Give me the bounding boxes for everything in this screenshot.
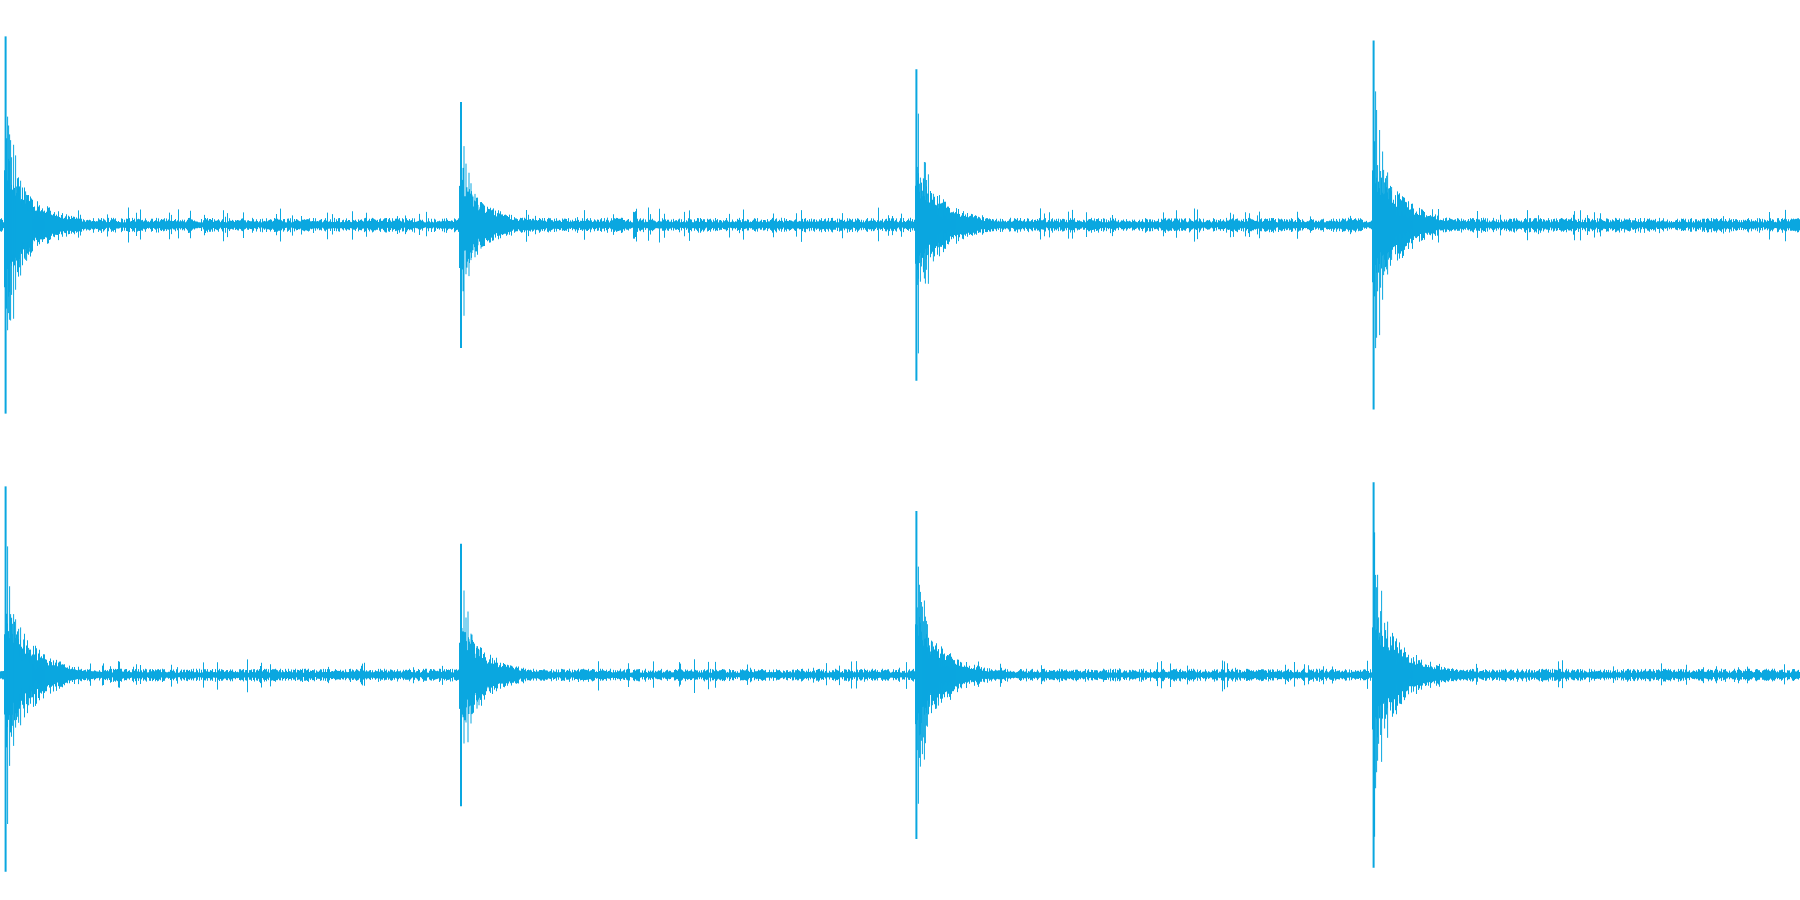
waveform-signal <box>0 601 1800 759</box>
waveform-channel-top <box>0 36 1800 414</box>
waveform-channel-bottom <box>0 482 1800 872</box>
